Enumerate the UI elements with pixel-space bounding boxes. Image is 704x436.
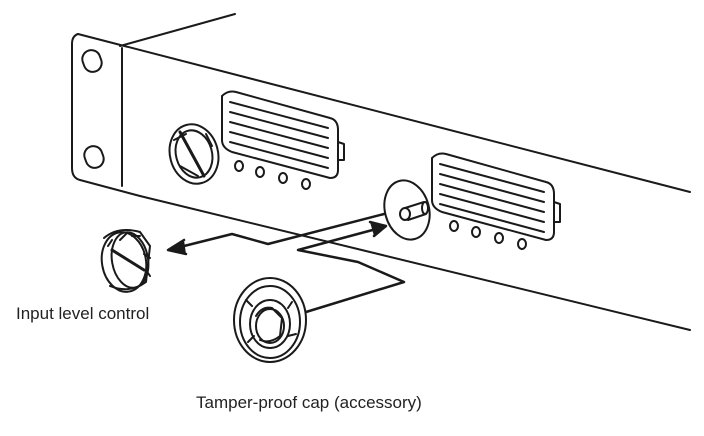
led-indicators-ch1	[234, 160, 311, 190]
mounting-hole-top	[81, 49, 103, 73]
mounting-hole-bottom	[83, 145, 105, 169]
tamper-proof-cap-label: Tamper-proof cap (accessory)	[196, 393, 422, 412]
led-indicators-ch2	[449, 220, 527, 250]
led-indicator	[449, 220, 459, 232]
tamper-proof-cap	[233, 277, 307, 363]
led-indicator	[255, 166, 265, 178]
led-indicator	[517, 238, 527, 250]
arrow-install-cap	[296, 220, 406, 314]
led-indicator	[278, 172, 288, 184]
level-knob-removed	[100, 229, 151, 293]
rack-panel	[71, 13, 691, 331]
vent-slot-ch2	[431, 152, 561, 241]
led-indicator	[494, 232, 504, 244]
input-level-control-label: Input level control	[16, 304, 150, 323]
vent-slot-ch1	[221, 90, 345, 179]
knob-socket-ch2	[383, 179, 431, 241]
led-indicator	[301, 178, 311, 190]
led-indicator	[234, 160, 244, 172]
led-indicator	[471, 226, 481, 238]
arrow-remove-knob	[166, 212, 386, 256]
level-knob-ch1	[168, 123, 220, 185]
